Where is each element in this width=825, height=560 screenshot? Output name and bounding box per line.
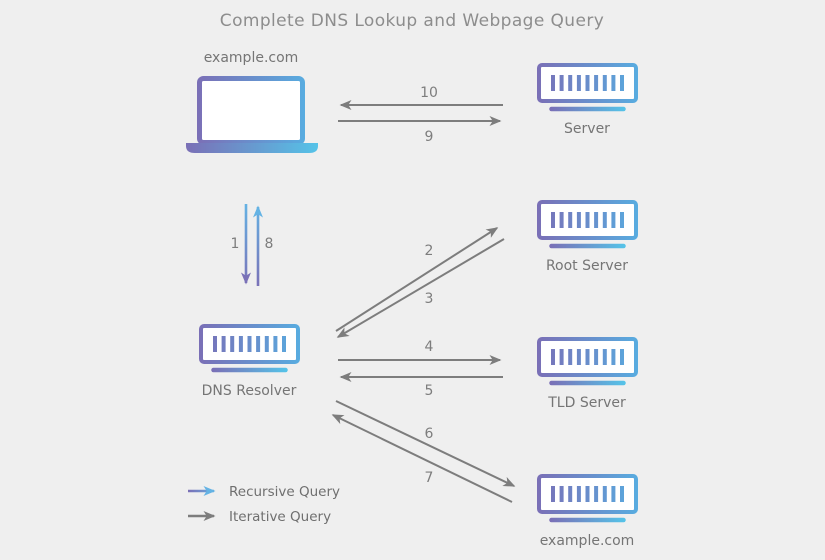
iterative-arrow — [335, 227, 499, 332]
server-icon — [539, 202, 636, 246]
diagram-title: Complete DNS Lookup and Webpage Query — [220, 11, 604, 31]
step-7-label: 7 — [425, 470, 434, 486]
server-icon — [539, 476, 636, 520]
legend: Recursive Query Iterative Query — [188, 484, 340, 525]
step-10-label: 10 — [420, 85, 438, 101]
server-icon — [201, 326, 298, 370]
arrow-step-2 — [335, 227, 499, 332]
laptop-screen — [197, 76, 305, 145]
step-1-label: 1 — [231, 236, 240, 252]
step-9-label: 9 — [425, 129, 434, 145]
legend-iterative-label: Iterative Query — [229, 509, 331, 525]
iterative-arrow — [336, 238, 505, 338]
tld-server-label: TLD Server — [547, 395, 626, 411]
iterative-arrow — [331, 414, 513, 503]
server-icon — [539, 339, 636, 383]
laptop-base — [186, 143, 318, 153]
step-4-label: 4 — [425, 339, 434, 355]
laptop-icon — [186, 76, 318, 153]
root-server-label: Root Server — [546, 258, 628, 274]
step-2-label: 2 — [425, 243, 434, 259]
web-server-label: Server — [564, 121, 610, 137]
arrow-step-3 — [336, 238, 505, 338]
arrow-step-7 — [331, 414, 513, 503]
client-label: example.com — [204, 50, 299, 66]
server-icon — [539, 65, 636, 109]
legend-recursive-label: Recursive Query — [229, 484, 340, 500]
step-6-label: 6 — [425, 426, 434, 442]
step-3-label: 3 — [425, 291, 434, 307]
arrow-step-6 — [335, 400, 516, 487]
iterative-arrow — [335, 400, 516, 487]
step-5-label: 5 — [425, 383, 434, 399]
step-8-label: 8 — [265, 236, 274, 252]
dns-resolver-label: DNS Resolver — [202, 383, 297, 399]
auth-server-label: example.com — [540, 533, 635, 549]
